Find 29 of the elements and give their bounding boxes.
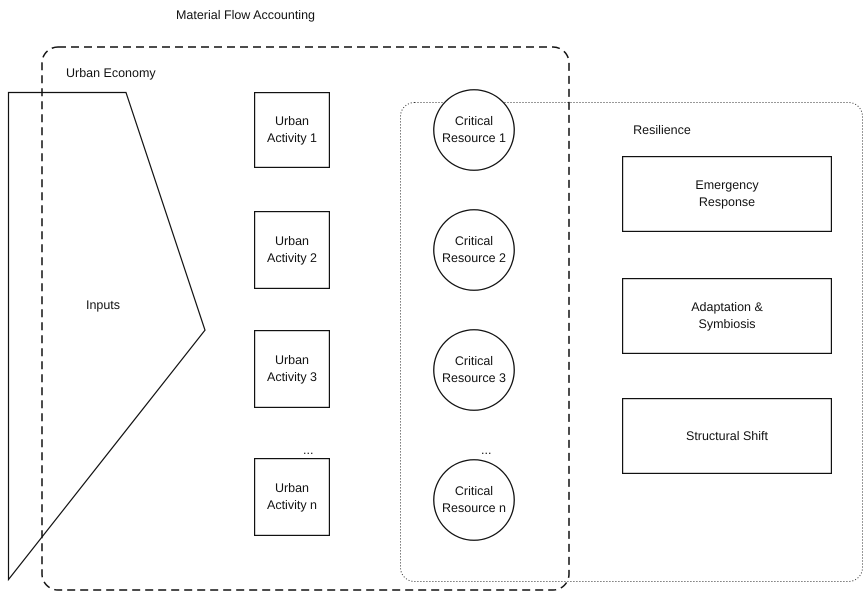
node-label: Critical Resource 3 xyxy=(442,353,506,387)
response-box xyxy=(622,398,832,474)
node-label: Urban Activity 1 xyxy=(266,113,318,147)
ellipsis-label: ... xyxy=(303,443,314,457)
response-box xyxy=(622,278,832,354)
node-label: Urban Activity 3 xyxy=(266,352,318,386)
node-label: Emergency Response xyxy=(694,177,760,211)
process-box xyxy=(254,92,330,168)
resilience-boundary xyxy=(400,102,863,582)
resource-circle xyxy=(433,209,515,291)
process-box xyxy=(254,211,330,289)
process-box xyxy=(254,458,330,536)
group-title: Urban Economy xyxy=(66,65,156,82)
node-label: Inputs xyxy=(84,296,122,314)
group-title: Resilience xyxy=(632,122,692,139)
node-label: Critical Resource 1 xyxy=(442,113,506,147)
node-label: Critical Resource 2 xyxy=(442,233,506,267)
node-label: Urban Activity 2 xyxy=(266,233,318,267)
node-label: Adaptation & Symbiosis xyxy=(690,299,764,333)
diagram-heading: Material Flow Accounting xyxy=(175,7,316,24)
node-label: Critical Resource n xyxy=(442,483,506,517)
resource-circle xyxy=(433,459,515,541)
input-chevron xyxy=(8,92,206,580)
node-label: Urban Activity n xyxy=(266,480,318,514)
process-box xyxy=(254,330,330,408)
node-label: Structural Shift xyxy=(685,428,769,444)
response-box xyxy=(622,156,832,232)
resource-circle xyxy=(433,329,515,411)
ellipsis-label: ... xyxy=(481,443,492,457)
